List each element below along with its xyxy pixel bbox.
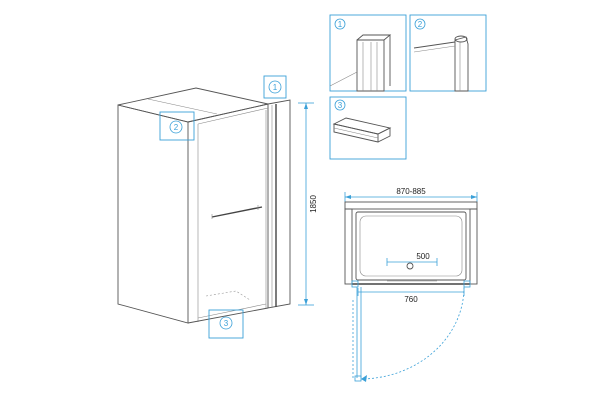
plan-view: 870-885 500 760 [344, 187, 478, 382]
detail-frame-2 [409, 14, 487, 92]
door-dimension-label: 760 [404, 295, 418, 304]
detail-1-profile [356, 39, 385, 92]
height-arrow-bottom [304, 299, 308, 305]
hinge-right [463, 280, 471, 288]
callout-circle-1 [268, 80, 282, 94]
height-arrow-top [304, 103, 308, 109]
detail-frame-3 [329, 96, 407, 160]
detail-label-3: 3 [338, 101, 343, 110]
door-end-cap [354, 375, 362, 382]
detail-view-3: 3 [329, 96, 407, 160]
callout-label-2: 2 [174, 123, 179, 132]
door-top-rail-inner [197, 107, 269, 125]
back-wall [344, 201, 478, 210]
callout-circle-3 [219, 316, 233, 330]
enclosure-3d-view: 1 2 3 1850 [117, 75, 318, 339]
callout-box-3 [208, 309, 244, 339]
width-arrow-left [345, 195, 351, 199]
height-dimension-label: 1850 [309, 195, 318, 213]
detail-view-2: 2 [409, 14, 487, 92]
left-wall [117, 104, 189, 324]
door-swing-arc [360, 286, 465, 380]
right-wall-plan [469, 208, 478, 285]
width-arrow-right [471, 195, 477, 199]
door-handle [211, 206, 263, 218]
shower-tray-basin [359, 215, 463, 277]
detail-3-rail-line [333, 127, 379, 139]
detail-3-rail-end [377, 127, 391, 143]
top-edge-detail [147, 98, 218, 115]
hinge-left [351, 280, 359, 288]
detail-circle-1 [334, 18, 346, 30]
detail-2-profile [454, 36, 469, 92]
detail-1-wall-edge [329, 71, 358, 87]
door-bottom-rail-inner [197, 303, 267, 319]
callout-label-3: 3 [224, 319, 229, 328]
detail-view-1: 1 [329, 14, 407, 92]
right-wall-panel [267, 99, 291, 309]
door-bottom-rail [187, 307, 269, 324]
detail-circle-3 [334, 99, 346, 111]
detail-2-rail-inner [413, 45, 456, 53]
callout-label-1: 1 [273, 83, 278, 92]
top-plane [117, 87, 269, 123]
handle-dimension-label: 500 [416, 252, 430, 261]
drain-icon [406, 262, 414, 270]
detail-1-top-cap [356, 34, 392, 41]
shower-tray [355, 211, 467, 281]
width-dimension-label: 870-885 [396, 187, 426, 196]
detail-circle-2 [414, 18, 426, 30]
detail-2-cap [454, 35, 468, 43]
floor-trace [205, 290, 251, 301]
detail-2-rail [413, 41, 456, 49]
callout-box-1 [263, 75, 287, 99]
door-top-rail [187, 103, 269, 123]
callout-box-2 [159, 111, 195, 141]
detail-label-2: 2 [418, 20, 423, 29]
left-wall-plan [344, 208, 353, 285]
callout-circle-2 [169, 120, 183, 134]
detail-label-1: 1 [338, 20, 343, 29]
swing-arrow [361, 375, 367, 382]
